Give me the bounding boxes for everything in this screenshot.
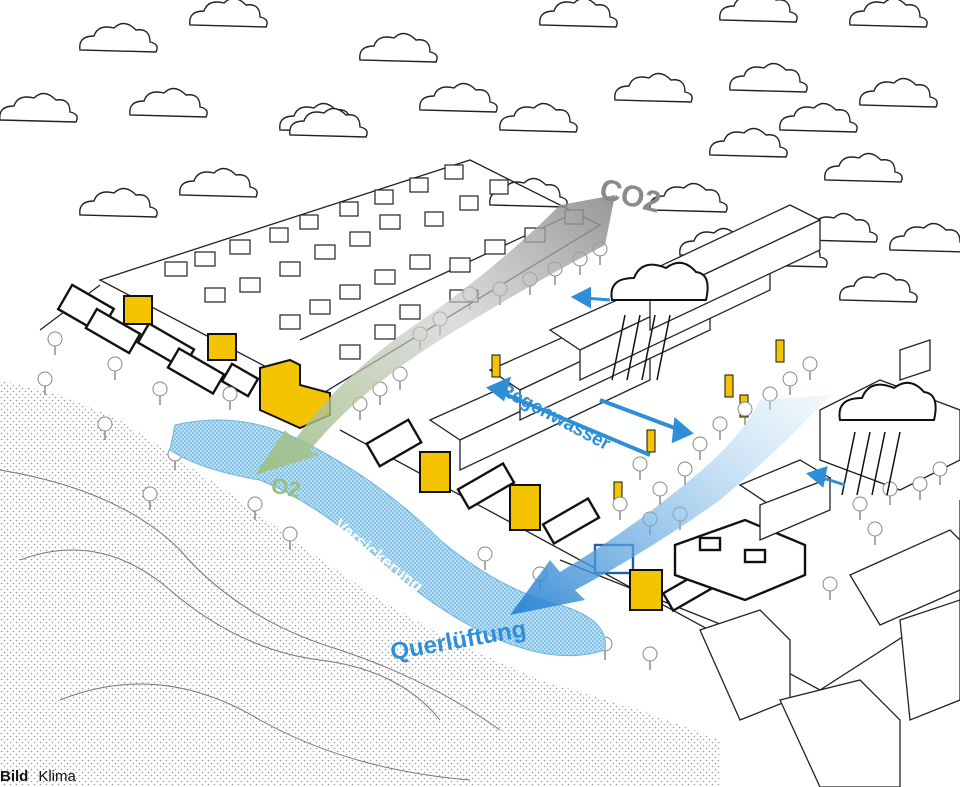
rain-cloud-center [610, 261, 709, 381]
figure-caption: Bild Klima [0, 766, 300, 787]
rain-cloud-right [838, 381, 937, 496]
co2-arrow [255, 195, 615, 475]
buildings-left [56, 283, 260, 398]
buildings-left-accent [123, 295, 331, 430]
ventilation-arrow [510, 395, 830, 615]
infiltration-band [169, 419, 606, 657]
caption-subtitle: Klima [38, 768, 76, 785]
dotted-terrain [0, 380, 720, 787]
rainwater-arrows [486, 286, 846, 488]
o2-label: O2 [269, 472, 303, 503]
caption-title: Bild [0, 768, 29, 785]
buildings-lower-accent [419, 451, 663, 611]
small-houses [164, 164, 584, 360]
